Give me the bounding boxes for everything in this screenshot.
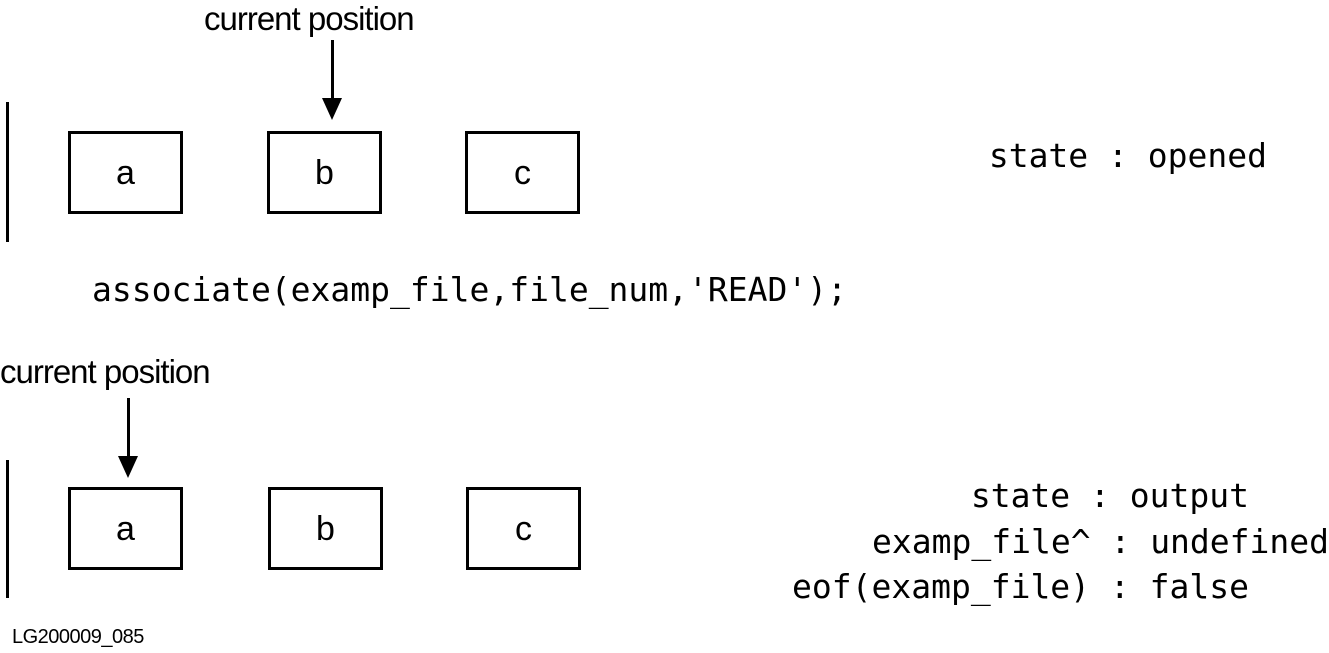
- bottom-state-value: output: [1129, 476, 1249, 515]
- top-current-position-arrow-icon: [322, 40, 342, 120]
- bottom-current-position-arrow-icon: [118, 398, 138, 478]
- top-state-sep: :: [1088, 136, 1148, 175]
- bottom-state-line: state : output: [971, 479, 1249, 512]
- bottom-file-start-marker: [6, 460, 9, 598]
- associate-statement: associate(examp_file,file_num,'READ');: [92, 270, 847, 309]
- bottom-state-sep: :: [1070, 476, 1130, 515]
- top-state-value: opened: [1147, 136, 1267, 175]
- top-file-start-marker: [6, 102, 9, 242]
- figure-id: LG200009_085: [12, 626, 144, 648]
- bottom-state-key: state: [970, 476, 1071, 515]
- bottom-file-component-c: c: [466, 487, 581, 570]
- bottom-eof-value: false: [1149, 567, 1249, 606]
- bottom-buffer-sep: :: [1090, 522, 1151, 561]
- bottom-file-component-a: a: [68, 487, 183, 570]
- bottom-current-position-label: current position: [0, 353, 211, 390]
- bottom-eof-line: eof(examp_file) : false: [792, 570, 1249, 603]
- bottom-buffer-line: examp_file^ : undefined: [872, 525, 1329, 558]
- top-state-line: state : opened: [989, 139, 1267, 172]
- bottom-buffer-key: examp_file^: [872, 522, 1091, 561]
- top-file-component-c: c: [465, 131, 580, 214]
- top-current-position-label: current position: [204, 0, 415, 37]
- top-state-key: state: [988, 136, 1089, 175]
- bottom-file-component-b: b: [268, 487, 383, 570]
- bottom-buffer-value: undefined: [1150, 522, 1329, 561]
- bottom-eof-sep: :: [1090, 567, 1150, 606]
- bottom-eof-key: eof(examp_file): [792, 567, 1091, 606]
- top-file-component-a: a: [68, 131, 183, 214]
- top-file-component-b: b: [267, 131, 382, 214]
